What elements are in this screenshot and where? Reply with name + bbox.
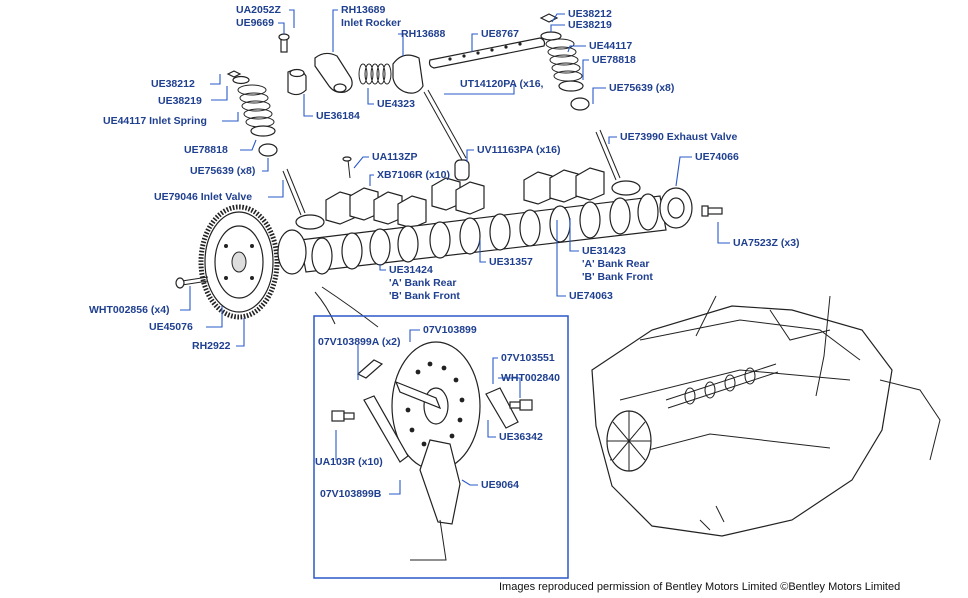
label-ue36184: UE36184 bbox=[316, 110, 360, 122]
label-rh13688: RH13688 bbox=[401, 28, 446, 40]
drawing-top-rocker-group bbox=[226, 13, 590, 161]
label-ue73990-exhaust-valve: UE73990 Exhaust Valve bbox=[620, 131, 737, 143]
label-rh13689: RH13689 bbox=[341, 4, 386, 16]
label-ue9669: UE9669 bbox=[236, 17, 274, 29]
inset-connector-curve-2 bbox=[314, 291, 336, 325]
label-ue8767: UE8767 bbox=[481, 28, 519, 40]
label-wht002840: WHT002840 bbox=[501, 372, 560, 384]
label-ue36342: UE36342 bbox=[499, 431, 543, 443]
label-ue38212-right: UE38212 bbox=[568, 8, 612, 20]
label-ua7523z: UA7523Z (x3) bbox=[733, 237, 800, 249]
label-ua103r: UA103R (x10) bbox=[315, 456, 383, 468]
label-ue38219-left: UE38219 bbox=[158, 95, 202, 107]
label-ue38212-left: UE38212 bbox=[151, 78, 195, 90]
label-ue31357: UE31357 bbox=[489, 256, 533, 268]
label-wht002856: WHT002856 (x4) bbox=[89, 304, 170, 316]
label-07v103899: 07V103899 bbox=[423, 324, 477, 336]
label-ue74063: UE74063 bbox=[569, 290, 613, 302]
drawing-valves bbox=[282, 129, 641, 230]
label-ue74066: UE74066 bbox=[695, 151, 739, 163]
label-ue79046-inlet-valve: UE79046 Inlet Valve bbox=[154, 191, 252, 203]
label-ut14120pa: UT14120PA (x16, bbox=[460, 78, 544, 90]
label-ue75639-left: UE75639 (x8) bbox=[190, 165, 255, 177]
drawing-timing-gear bbox=[175, 204, 307, 320]
inset-frame bbox=[313, 315, 569, 579]
label-uv11163pa: UV11163PA (x16) bbox=[477, 144, 560, 156]
label-ue31424-a-bank: 'A' Bank Rear bbox=[389, 277, 456, 289]
label-ue4323: UE4323 bbox=[377, 98, 415, 110]
label-ua2052z: UA2052Z bbox=[236, 4, 282, 16]
label-ue31424-b-bank: 'B' Bank Front bbox=[389, 290, 460, 302]
label-ue38219-right: UE38219 bbox=[568, 19, 612, 31]
label-ue9064: UE9064 bbox=[481, 479, 519, 491]
label-ue31423-a-bank: 'A' Bank Rear bbox=[582, 258, 649, 270]
drawing-camshaft bbox=[299, 187, 723, 275]
drawing-tappets bbox=[325, 159, 605, 229]
label-ue78818-left: UE78818 bbox=[184, 144, 228, 156]
label-inlet-rocker: Inlet Rocker bbox=[341, 17, 401, 29]
label-07v103551: 07V103551 bbox=[501, 352, 555, 364]
label-ue31423-b-bank: 'B' Bank Front bbox=[582, 271, 653, 283]
label-ue44117-right: UE44117 bbox=[589, 40, 632, 52]
label-ue31423: UE31423 bbox=[582, 245, 626, 257]
copyright-notice: Images reproduced permission of Bentley … bbox=[499, 581, 900, 593]
label-07v103899b: 07V103899B bbox=[320, 488, 382, 500]
label-07v103899a: 07V103899A (x2) bbox=[318, 336, 401, 348]
label-ue45076: UE45076 bbox=[149, 321, 193, 333]
label-ue44117-inlet-spring: UE44117 Inlet Spring bbox=[103, 115, 207, 127]
label-rh2922: RH2922 bbox=[192, 340, 231, 352]
label-ue75639-right: UE75639 (x8) bbox=[609, 82, 674, 94]
inset-connector-curve bbox=[321, 286, 379, 328]
drawing-inset-parts bbox=[331, 341, 533, 561]
part-labels: UA2052Z UE9669 RH13689 Inlet Rocker RH13… bbox=[89, 4, 800, 500]
label-xb7106r: XB7106R (x10) bbox=[377, 169, 450, 181]
label-ue78818-right: UE78818 bbox=[592, 54, 636, 66]
leader-lines bbox=[180, 9, 730, 495]
label-ue31424: UE31424 bbox=[389, 264, 433, 276]
label-ua113zp: UA113ZP bbox=[372, 151, 418, 163]
drawing-engine-assembly bbox=[591, 295, 941, 537]
